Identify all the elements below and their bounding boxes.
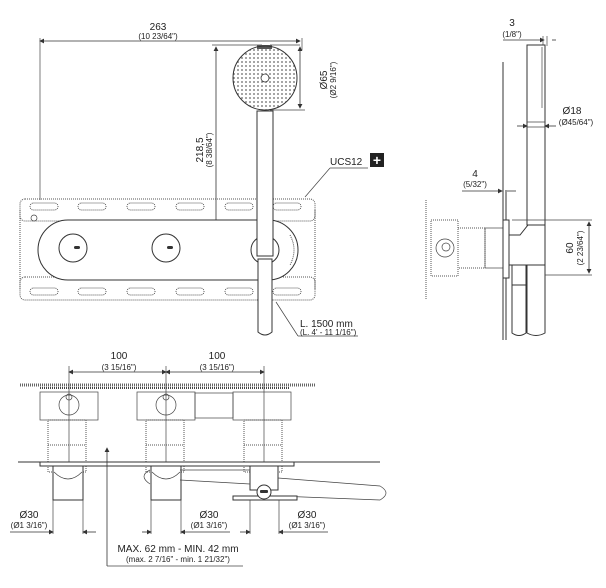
handle-diameter-value: Ø18 [563, 106, 582, 117]
outlet-1-value: Ø30 [20, 510, 39, 521]
depth-range-imperial: (max. 2 7/16" - min. 1 21/32") [126, 555, 230, 564]
knob-indicator [74, 246, 80, 249]
head-diameter-value: Ø65 [319, 70, 330, 89]
knob-indicator [167, 246, 173, 249]
outlet-3-imperial: (Ø1 3/16") [289, 521, 326, 530]
spacing-2-imperial: (3 15/16") [200, 363, 235, 372]
cover-plate-side [502, 219, 510, 279]
head-diameter-imperial: (Ø2 9/16") [329, 61, 338, 98]
height-dim-imperial: (8 38/64") [205, 132, 214, 167]
outlet-1-imperial: (Ø1 3/16") [11, 521, 48, 530]
valve-blocks [39, 391, 292, 473]
top-view: 100 (3 15/16") 100 (3 15/16") [10, 351, 387, 567]
plus-icon: + [373, 152, 381, 168]
spacing-1-value: 100 [111, 351, 128, 362]
handle-bottom-side [526, 264, 546, 336]
plate-offset-value: 4 [472, 169, 478, 180]
knob-right-top [150, 465, 182, 501]
plate-slots [29, 202, 302, 296]
shower-handle [256, 110, 274, 257]
outlet-3-value: Ø30 [298, 510, 317, 521]
hose-length-imperial: (L. 4' - 11 1/16") [300, 328, 357, 337]
thickness-imperial: (1/8") [502, 30, 522, 39]
knob-left [58, 233, 88, 263]
knob-left-top [52, 465, 84, 501]
outlet-2-imperial: (Ø1 3/16") [191, 521, 228, 530]
height-dim-value: 218,5 [195, 137, 206, 162]
plate-offset-imperial: (5/32") [463, 180, 487, 189]
spacing-1-imperial: (3 15/16") [102, 363, 137, 372]
holder-side [508, 224, 546, 266]
width-dim-value: 263 [150, 22, 167, 33]
accessory-badge[interactable] [370, 153, 384, 167]
screw-hole [30, 214, 38, 222]
width-dim-imperial: (10 23/64") [138, 32, 178, 41]
spacing-2-value: 100 [209, 351, 226, 362]
holder-top [249, 465, 279, 491]
handle-diameter-imperial: (Ø45/64") [559, 118, 594, 127]
hand-shower-top [277, 477, 387, 501]
side-view: 3 (1/8") Ø18 (Ø45/64") 4 (5/32") [425, 18, 594, 340]
accessory-code: UCS12 [330, 157, 363, 168]
depth-range-value: MAX. 62 mm - MIN. 42 mm [117, 544, 238, 555]
outlet-2-value: Ø30 [200, 510, 219, 521]
thickness-value: 3 [509, 18, 515, 29]
knob-right [151, 233, 181, 263]
holder-height-imperial: (2 23/64") [576, 230, 585, 265]
hose-connector-side [511, 284, 527, 336]
front-view: 263 (10 23/64") 218,5 (8 38/64") Ø65 (Ø2… [19, 22, 384, 337]
hose-connector [257, 258, 273, 336]
holder-height-value: 60 [565, 242, 576, 254]
hose-length-value: L. 1500 mm [300, 319, 353, 330]
cover-plate-top [39, 461, 295, 467]
